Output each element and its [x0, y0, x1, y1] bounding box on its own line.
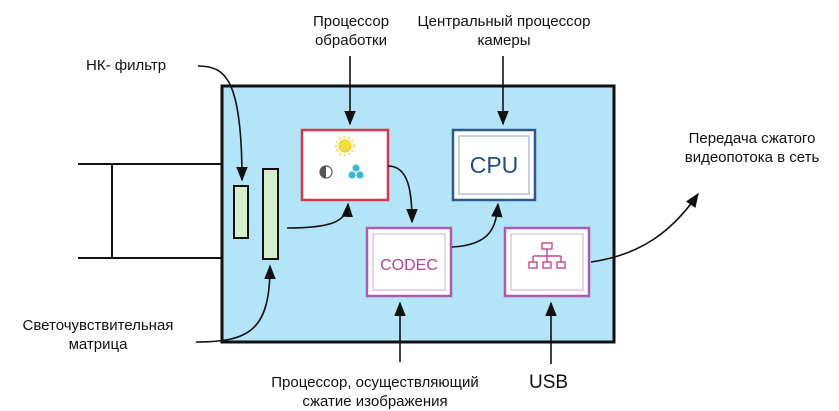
- processing-processor-label-line1: Процессор: [312, 13, 390, 30]
- arrow-sensor-to-processing: [286, 202, 354, 229]
- network-interface-block: [503, 226, 591, 298]
- arrow-sensor-label: [195, 264, 276, 343]
- sensor-label-line2: матрица: [68, 336, 128, 353]
- codec-label: CODEC: [380, 257, 438, 274]
- codec-block: CODEC: [365, 226, 453, 298]
- stream-out-label-line2: видеопотока в сеть: [684, 149, 820, 166]
- color-dots-icon: [348, 164, 364, 179]
- cpu-label: CPU: [470, 152, 519, 178]
- codec-processor-label-line1: Процессор, осуществляющий: [271, 374, 479, 391]
- camera-body: [220, 84, 616, 344]
- camera-cpu-label-line1: Центральный процессор: [417, 13, 591, 30]
- arrow-ir-filter: [197, 65, 248, 182]
- contrast-icon: [319, 165, 333, 179]
- stream-out-label-line1: Передача сжатого: [688, 130, 816, 147]
- codec-processor-label: Процессор, осуществляющий сжатие изображ…: [244, 373, 506, 411]
- camera-cpu-label-line2: камеры: [477, 32, 531, 49]
- sensor-label: Светочувствительная матрица: [4, 316, 192, 354]
- ir-filter-module: [233, 185, 249, 239]
- processing-processor-label-line2: обработки: [314, 32, 388, 49]
- network-tree-icon: [528, 242, 566, 269]
- lens-barrel: [78, 163, 222, 259]
- sensor-label-line1: Светочувствительная: [22, 317, 174, 334]
- processing-processor-label: Процессор обработки: [296, 12, 406, 50]
- stream-out-label: Передача сжатого видеопотока в сеть: [672, 129, 832, 167]
- arrow-network-out: [590, 192, 699, 263]
- cpu-block: CPU: [451, 128, 537, 202]
- processing-processor-block: [300, 128, 390, 202]
- codec-processor-label-line2: сжатие изображения: [302, 393, 448, 410]
- sensor-matrix-module: [262, 168, 279, 260]
- usb-label: USB: [529, 372, 569, 393]
- ir-filter-label: НК- фильтр: [86, 57, 167, 74]
- arrow-processing-to-codec: [387, 165, 418, 224]
- arrow-codec-to-cpu: [451, 202, 503, 248]
- sun-icon: [335, 136, 355, 156]
- camera-cpu-label: Центральный процессор камеры: [414, 12, 594, 50]
